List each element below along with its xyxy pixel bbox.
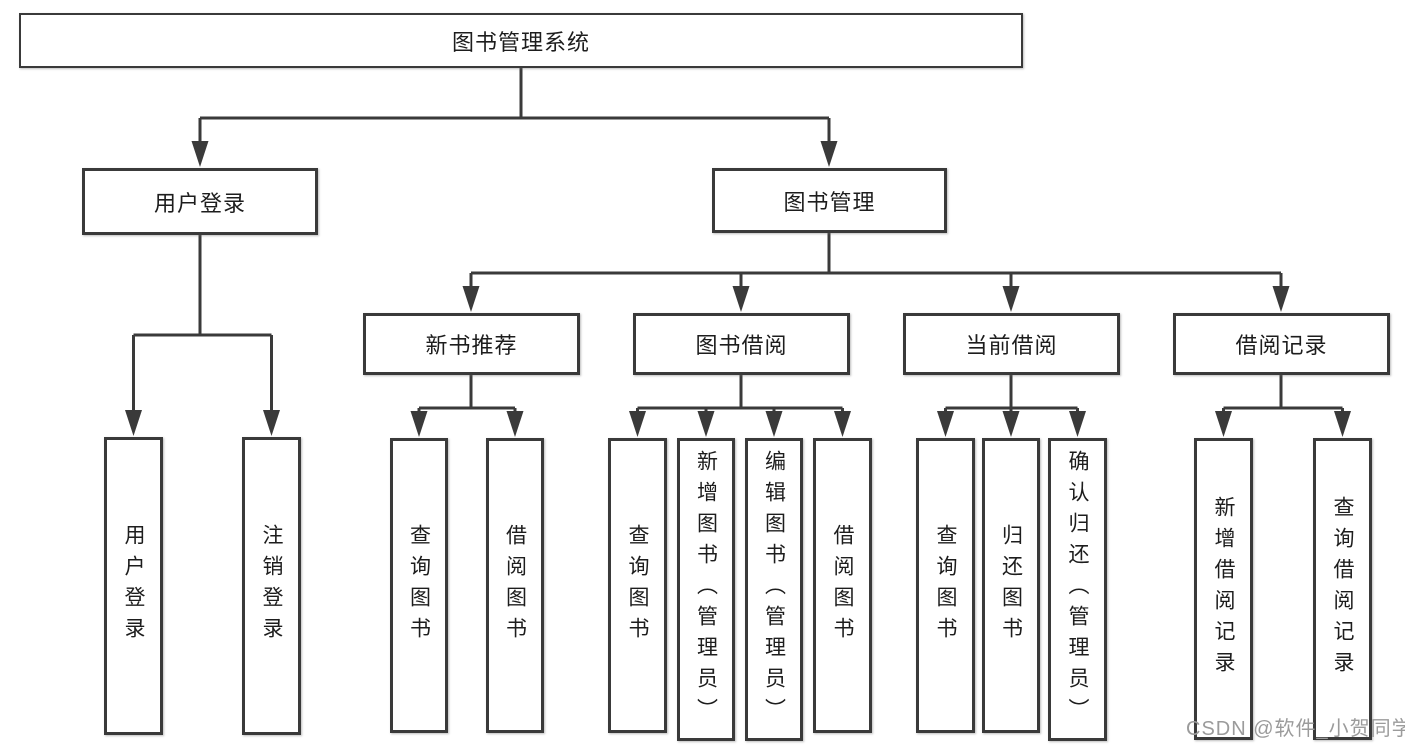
node-current-borrowing: 当前借阅 (903, 313, 1120, 375)
node-user-login: 用户登录 (82, 168, 318, 235)
node-label: 编辑图书（管理员） (762, 450, 786, 729)
node-library-management-system: 图书管理系统 (19, 13, 1023, 68)
node-query-books-recommend: 查询图书 (390, 438, 448, 733)
node-borrow-books-recommend: 借阅图书 (486, 438, 544, 733)
node-borrowing-records: 借阅记录 (1173, 313, 1390, 375)
node-label: 新增图书（管理员） (694, 450, 718, 729)
node-add-borrow-record: 新增借阅记录 (1194, 438, 1253, 740)
node-new-book-recommend: 新书推荐 (363, 313, 580, 375)
node-label: 借阅图书 (503, 523, 527, 648)
node-label: 查询图书 (626, 523, 649, 648)
node-add-books-admin: 新增图书（管理员） (677, 438, 735, 741)
node-label: 确认归还（管理员） (1066, 450, 1089, 729)
node-return-books: 归还图书 (982, 438, 1040, 733)
node-label: 查询借阅记录 (1331, 496, 1354, 682)
node-logout: 注销登录 (242, 437, 301, 735)
node-label: 查询图书 (407, 523, 431, 648)
node-label: 借阅图书 (831, 523, 854, 648)
node-confirm-return-admin: 确认归还（管理员） (1048, 438, 1107, 741)
node-label: 用户登录 (122, 524, 145, 648)
node-query-books-borrowing: 查询图书 (608, 438, 667, 733)
node-label: 图书借阅 (695, 333, 788, 358)
node-label: 当前借阅 (965, 333, 1058, 358)
watermark-text: CSDN @软件_小贺同学 (1186, 718, 1405, 740)
node-query-borrow-record: 查询借阅记录 (1313, 438, 1372, 740)
node-user-login-leaf: 用户登录 (104, 437, 163, 735)
node-label: 新书推荐 (425, 333, 518, 358)
node-label: 归还图书 (999, 523, 1023, 648)
node-book-borrowing: 图书借阅 (633, 313, 850, 375)
node-label: 新增借阅记录 (1212, 496, 1235, 682)
node-book-management: 图书管理 (712, 168, 947, 233)
node-query-books-current: 查询图书 (916, 438, 975, 733)
node-label: 借阅记录 (1235, 333, 1328, 358)
node-label: 注销登录 (260, 524, 283, 648)
node-label: 查询图书 (934, 523, 957, 648)
node-borrow-books: 借阅图书 (813, 438, 872, 733)
node-label: 图书管理 (783, 189, 876, 215)
node-label: 图书管理系统 (451, 29, 590, 55)
node-edit-books-admin: 编辑图书（管理员） (745, 438, 803, 741)
node-label: 用户登录 (153, 190, 246, 216)
